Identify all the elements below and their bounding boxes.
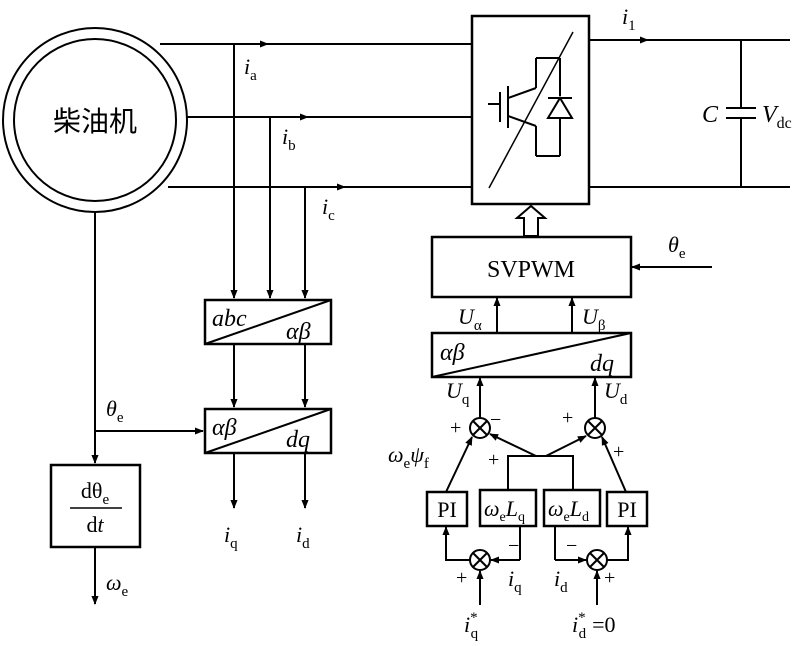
pi-block-d bbox=[605, 490, 649, 528]
sign-d-plus: + bbox=[562, 407, 573, 429]
sum-junction-iq bbox=[469, 549, 491, 571]
pi-block-q bbox=[425, 490, 469, 528]
sign-iq-minus: − bbox=[508, 535, 519, 557]
label-iq-feedback: iq bbox=[508, 566, 522, 596]
label-ud: Ud bbox=[604, 378, 628, 408]
pi-label-d: PI bbox=[617, 497, 637, 522]
sign-q-minus: − bbox=[490, 409, 501, 431]
svpwm-block bbox=[430, 235, 633, 299]
sign-id-plus: + bbox=[604, 567, 615, 589]
label-capacitor: C bbox=[702, 102, 719, 128]
sign-d-plus2: + bbox=[613, 441, 624, 463]
diesel-generator: 柴油机 bbox=[2, 27, 188, 213]
sum-junction-id bbox=[586, 549, 608, 571]
inv-right-label: dq bbox=[590, 351, 614, 377]
label-i1: i1 bbox=[622, 4, 636, 34]
label-vdc: Vdc bbox=[762, 102, 792, 132]
inv-left-label: αβ bbox=[440, 340, 465, 366]
phase-lines bbox=[160, 40, 472, 299]
sign-id-minus: − bbox=[566, 535, 577, 557]
label-id-ref: i*d=0 bbox=[572, 610, 616, 642]
label-uq: Uq bbox=[446, 378, 470, 408]
label-iq-out: iq bbox=[224, 522, 238, 552]
sum-junction-d bbox=[584, 417, 606, 439]
label-flux-term: ωeψf bbox=[388, 442, 429, 472]
park-left-label: αβ bbox=[212, 415, 237, 441]
label-ic: ic bbox=[322, 194, 335, 224]
park-right-label: dq bbox=[286, 427, 310, 453]
sign-iq-plus: + bbox=[456, 567, 467, 589]
cross-coupling-q-block bbox=[478, 488, 538, 528]
label-ia: ia bbox=[244, 54, 257, 84]
label-omega-e: ωe bbox=[106, 570, 129, 600]
sign-q-plus: + bbox=[450, 417, 461, 439]
label-u-alpha: Uα bbox=[458, 304, 482, 334]
generator-label: 柴油机 bbox=[53, 105, 137, 138]
clarke-right-label: αβ bbox=[286, 319, 311, 345]
pi-label-q: PI bbox=[437, 497, 457, 522]
sign-q-plus2: + bbox=[488, 449, 499, 471]
label-theta-svpwm: θe bbox=[668, 232, 686, 262]
label-id-feedback: id bbox=[554, 566, 568, 596]
label-iq-ref: i*q bbox=[464, 610, 479, 642]
cross-coupling-d-block bbox=[542, 488, 602, 528]
derivative-block bbox=[49, 463, 142, 549]
dc-link bbox=[589, 36, 790, 188]
label-theta-e: θe bbox=[106, 396, 124, 426]
cross-q-label: ωeLq bbox=[484, 496, 525, 525]
deriv-numerator: dθe bbox=[81, 478, 110, 508]
label-ib: ib bbox=[282, 124, 296, 154]
sum-junction-q bbox=[469, 417, 491, 439]
clarke-left-label: abc bbox=[212, 306, 247, 332]
gate-signal-arrow bbox=[514, 204, 548, 237]
converter-block bbox=[470, 14, 591, 206]
cross-d-label: ωeLd bbox=[548, 496, 589, 525]
label-u-beta: Uβ bbox=[582, 304, 606, 334]
label-id-out: id bbox=[296, 522, 310, 552]
deriv-denominator: dt bbox=[86, 512, 104, 537]
svpwm-label: SVPWM bbox=[487, 257, 575, 283]
